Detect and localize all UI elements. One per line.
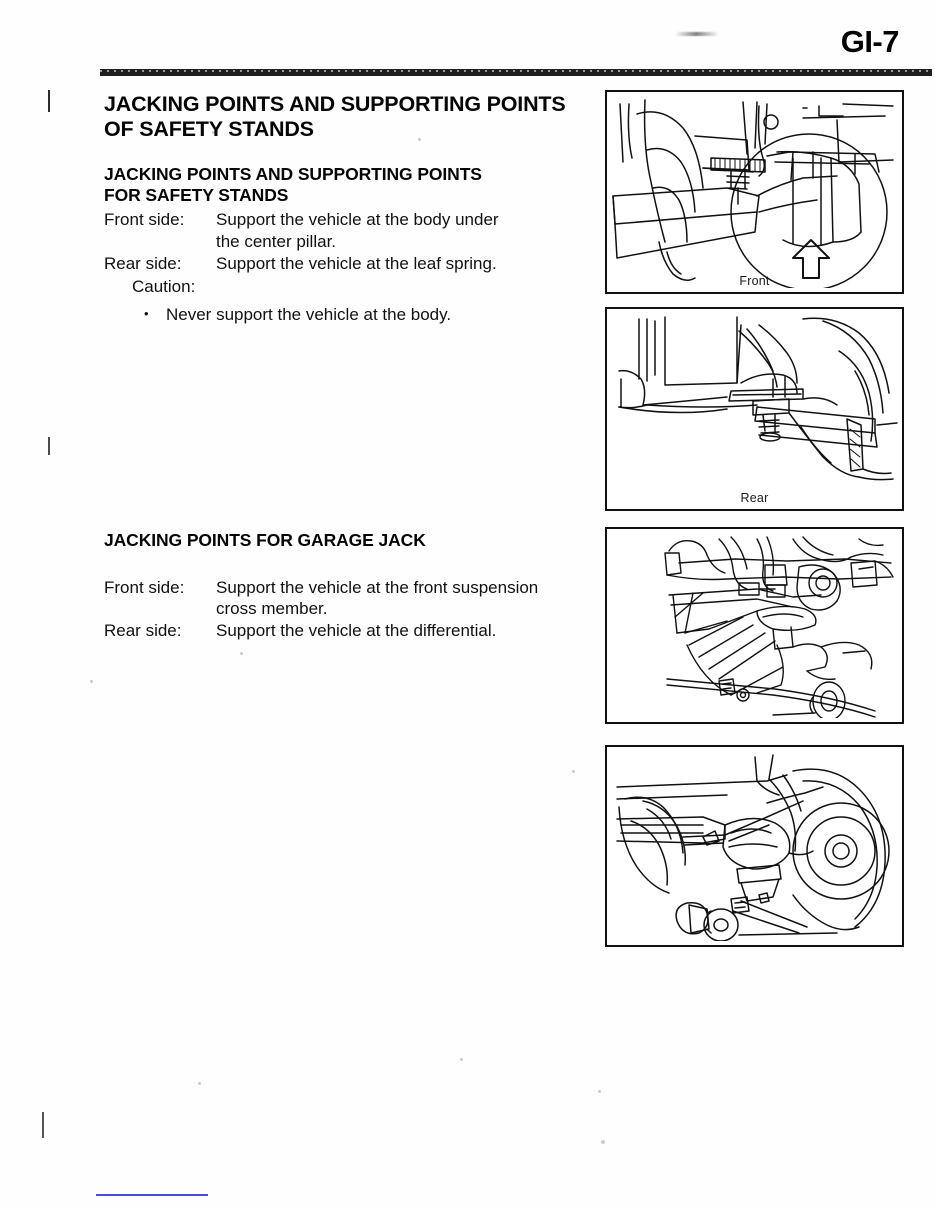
scan-artifact-smudge (675, 32, 717, 36)
blue-underline-artifact (96, 1194, 208, 1196)
subsection-title-line-2: FOR SAFETY STANDS (104, 184, 289, 205)
spec-label: Rear side: (104, 621, 182, 641)
scan-speck (460, 1058, 463, 1061)
scan-speck (240, 652, 243, 655)
scan-speck (418, 138, 421, 141)
scan-speck (90, 680, 93, 683)
spec-label: Front side: (104, 577, 185, 597)
spec-value-continuation: the center pillar. (216, 231, 337, 251)
subsection-title-line-1: JACKING POINTS AND SUPPORTING POINTS (104, 163, 482, 184)
scan-artifact-tick-middle (48, 437, 50, 455)
figure-rear-garage-jack (605, 745, 904, 947)
scan-speck (212, 131, 215, 134)
figure-front-caption: Front (739, 274, 770, 288)
garage-jack-title: JACKING POINTS FOR GARAGE JACK (104, 530, 426, 550)
spec-value: Support the vehicle at the leaf spring. (216, 253, 497, 273)
scan-speck (572, 770, 575, 773)
figure-rear-safety-stand: Rear (605, 307, 904, 511)
header-divider-rule (100, 69, 932, 76)
spec-value: Support the vehicle at the differential. (216, 621, 497, 641)
bullet-icon: • (144, 305, 149, 321)
figure-differential-illustration (616, 754, 890, 941)
spec-row: Front side: Support the vehicle at the b… (104, 209, 574, 231)
figure-front-garage-jack (605, 527, 904, 724)
scan-speck (598, 1090, 601, 1093)
spec-row: Rear side: Support the vehicle at the di… (104, 620, 574, 642)
page-title-line-2: OF SAFETY STANDS (104, 116, 314, 141)
figure-front-safety-stand: Front (605, 90, 904, 294)
figure-cross-member-illustration (664, 536, 894, 718)
scan-speck (601, 1140, 605, 1144)
scan-speck (198, 1082, 201, 1085)
spec-row: Front side: Support the vehicle at the f… (104, 577, 574, 599)
caution-bullet-item: • Never support the vehicle at the body. (144, 304, 574, 326)
section-safety-stands: JACKING POINTS AND SUPPORTING POINTS OF … (104, 92, 574, 326)
spec-row: Rear side: Support the vehicle at the le… (104, 253, 574, 275)
figure-front-illustration (612, 99, 894, 288)
page-number: GI-7 (840, 24, 900, 59)
caution-label: Caution: (132, 277, 196, 297)
subsection-title: JACKING POINTS AND SUPPORTING POINTS FOR… (104, 164, 574, 205)
section-garage-jack: JACKING POINTS FOR GARAGE JACK Front sid… (104, 530, 574, 642)
spec-value-continuation: cross member. (216, 599, 328, 619)
figure-rear-illustration (618, 316, 898, 481)
caution-text: Never support the vehicle at the body. (166, 304, 452, 324)
page-title: JACKING POINTS AND SUPPORTING POINTS OF … (104, 92, 574, 142)
scan-artifact-tick-bottom (42, 1112, 44, 1138)
scan-artifact-tick-top (48, 90, 50, 112)
spec-value: Support the vehicle at the body under (216, 210, 499, 230)
page-title-line-1: JACKING POINTS AND SUPPORTING POINTS (104, 92, 566, 116)
figure-rear-caption: Rear (740, 491, 769, 505)
spec-value: Support the vehicle at the front suspens… (216, 577, 539, 597)
spec-label: Rear side: (104, 253, 182, 273)
spec-label: Front side: (104, 210, 185, 230)
